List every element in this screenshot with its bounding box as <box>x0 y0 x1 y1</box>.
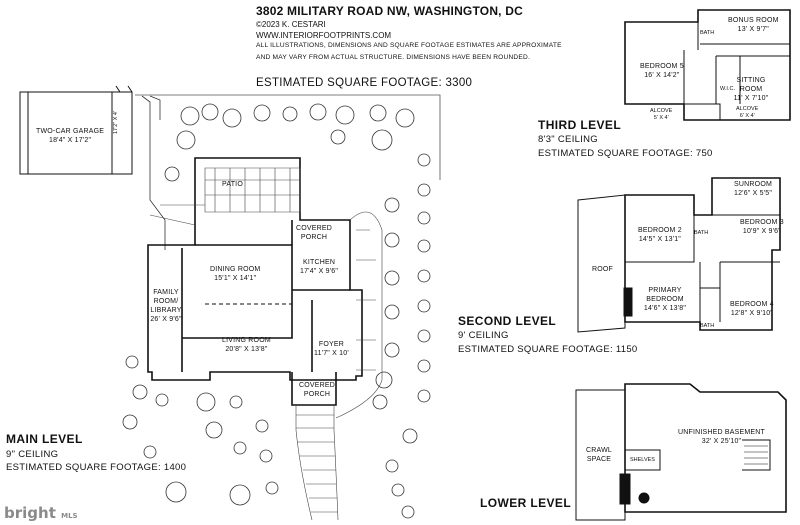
third-level-sqft: ESTIMATED SQUARE FOOTAGE: 750 <box>538 148 713 159</box>
bedroom-5-name: BEDROOM 5 <box>640 63 684 70</box>
main-house-outline <box>147 157 363 406</box>
sunroom-name: SUNROOM <box>734 181 773 188</box>
sitting-room-label: SITTING ROOM 11' X 7'10" <box>730 76 772 103</box>
alcove-1-name: ALCOVE <box>650 108 673 114</box>
sunroom-dimensions: 12'6" X 5'5" <box>734 190 773 197</box>
shelves-label: SHELVES <box>630 457 655 463</box>
watermark-mls: MLS <box>61 512 78 520</box>
bedroom-5-dimensions: 16' X 14'2" <box>644 72 680 79</box>
total-square-footage: ESTIMATED SQUARE FOOTAGE: 3300 <box>256 77 473 89</box>
crawl-space-label: CRAWL SPACE <box>585 447 613 463</box>
main-level-sqft: ESTIMATED SQUARE FOOTAGE: 1400 <box>6 462 187 473</box>
sunroom-label: SUNROOM 12'6" X 5'5" <box>734 180 772 198</box>
bedroom-3-name: BEDROOM 3 <box>740 219 784 226</box>
bedroom-3-label: BEDROOM 3 10'9" X 9'6" <box>740 218 784 236</box>
garage-dimensions: 18'4" X 17'2" <box>48 137 92 144</box>
main-level-ceiling: 9" CEILING <box>6 449 59 460</box>
copyright-notice: ©2023 K. CESTARI <box>256 20 326 29</box>
alcove-2-label: ALCOVE 6' X 4' <box>736 106 758 120</box>
bedroom-3-dimensions: 10'9" X 9'6" <box>742 228 781 235</box>
fireplace <box>623 287 633 317</box>
living-room-label: LIVING ROOM 20'8" X 13'8" <box>222 336 271 354</box>
foyer-dimensions: 11'7" X 10' <box>314 350 349 357</box>
covered-porch-front-label: COVERED PORCH <box>298 382 336 398</box>
property-address: 3802 MILITARY ROAD NW, WASHINGTON, DC <box>256 4 523 18</box>
living-room-name: LIVING ROOM <box>222 337 271 344</box>
basement-label: UNFINISHED BASEMENT 32' X 25'10" <box>678 428 765 446</box>
primary-bedroom-dimensions: 14'6" X 13'8" <box>643 305 687 312</box>
alcove-1-label: ALCOVE 5' X 4' <box>650 108 672 122</box>
second-level-sqft: ESTIMATED SQUARE FOOTAGE: 1150 <box>458 344 638 355</box>
lower-level-utility <box>619 473 631 505</box>
bedroom-4-dimensions: 12'8" X 9'10" <box>730 310 773 317</box>
front-walkway <box>295 211 383 521</box>
primary-bedroom-label: PRIMARY BEDROOM 14'6" X 13'8" <box>640 286 690 313</box>
second-level-title: SECOND LEVEL <box>458 314 557 328</box>
garage-label: TWO-CAR GARAGE 18'4" X 17'2" <box>36 127 104 145</box>
disclaimer-line-1: ALL ILLUSTRATIONS, DIMENSIONS AND SQUARE… <box>256 42 562 49</box>
lower-level-outline <box>575 383 787 521</box>
sitting-room-dimensions: 11' X 7'10" <box>733 95 769 102</box>
disclaimer-line-2: AND MAY VARY FROM ACTUAL STRUCTURE. DIME… <box>256 54 530 61</box>
lower-level-title: LOWER LEVEL <box>480 496 572 510</box>
third-level-bath-label: BATH <box>700 30 715 36</box>
third-level-title: THIRD LEVEL <box>538 118 622 132</box>
bedroom-5-label: BEDROOM 5 16' X 14'2" <box>640 62 684 80</box>
website-link[interactable]: WWW.INTERIORFOOTPRINTS.COM <box>256 31 392 40</box>
second-level-ceiling: 9' CEILING <box>458 330 509 341</box>
family-room-label: FAMILY ROOM/ LIBRARY 26' X 9'6" <box>150 288 182 324</box>
patio-label: PATIO <box>222 181 243 188</box>
main-level-title: MAIN LEVEL <box>6 432 83 446</box>
kitchen-name: KITCHEN <box>302 259 336 266</box>
basement-dimensions: 32' X 25'10" <box>701 438 742 445</box>
alcove-2-dimensions: 6' X 4' <box>739 113 755 119</box>
bedroom-2-label: BEDROOM 2 14'5" X 13'1" <box>638 226 682 244</box>
watermark-brand: bright <box>4 504 56 522</box>
second-level-bath-1-label: BATH <box>694 230 709 236</box>
bonus-room-name: BONUS ROOM <box>728 17 779 24</box>
wic-label: W.I.C. <box>720 86 735 92</box>
dining-room-label: DINING ROOM 15'1" X 14'1" <box>210 265 260 283</box>
bedroom-4-label: BEDROOM 4 12'8" X 9'10" <box>730 300 774 318</box>
kitchen-label: KITCHEN 17'4" X 9'6" <box>300 258 338 276</box>
bonus-room-dimensions: 13' X 9'7" <box>737 26 769 33</box>
living-room-dimensions: 20'8" X 13'8" <box>225 346 268 353</box>
alcove-1-dimensions: 5' X 4' <box>653 115 669 121</box>
bedroom-2-name: BEDROOM 2 <box>638 227 682 234</box>
bright-mls-watermark: bright MLS <box>4 504 78 522</box>
covered-porch-back-label: COVERED PORCH <box>295 225 333 241</box>
foyer-name: FOYER <box>318 341 344 348</box>
basement-name: UNFINISHED BASEMENT <box>678 429 766 436</box>
alcove-2-name: ALCOVE <box>736 106 759 112</box>
family-room-dimensions: 26' X 9'6" <box>150 316 182 323</box>
sitting-room-name: SITTING ROOM <box>736 77 766 93</box>
water-heater <box>638 492 650 504</box>
third-level-outline <box>624 9 791 121</box>
dining-room-dimensions: 15'1" X 14'1" <box>214 275 257 282</box>
bedroom-2-dimensions: 14'5" X 13'1" <box>638 236 681 243</box>
patio-pavers <box>149 167 301 226</box>
dining-room-name: DINING ROOM <box>210 266 261 273</box>
landscaping <box>122 94 441 519</box>
bonus-room-label: BONUS ROOM 13' X 9'7" <box>728 16 779 34</box>
garage-side-dimensions: 17'2" X 4' <box>113 110 119 134</box>
second-level-outline <box>577 177 781 333</box>
family-room-name: FAMILY ROOM/ LIBRARY <box>150 289 182 314</box>
bedroom-4-name: BEDROOM 4 <box>730 301 774 308</box>
primary-bedroom-name: PRIMARY BEDROOM <box>646 287 684 303</box>
garage-name: TWO-CAR GARAGE <box>36 128 105 135</box>
third-level-ceiling: 8'3" CEILING <box>538 134 599 145</box>
garage-outline <box>19 91 133 175</box>
roof-label: ROOF <box>592 266 614 273</box>
foyer-label: FOYER 11'7" X 10' <box>314 340 349 358</box>
kitchen-dimensions: 17'4" X 9'6" <box>300 268 339 275</box>
second-level-bath-2-label: BATH <box>700 323 715 329</box>
